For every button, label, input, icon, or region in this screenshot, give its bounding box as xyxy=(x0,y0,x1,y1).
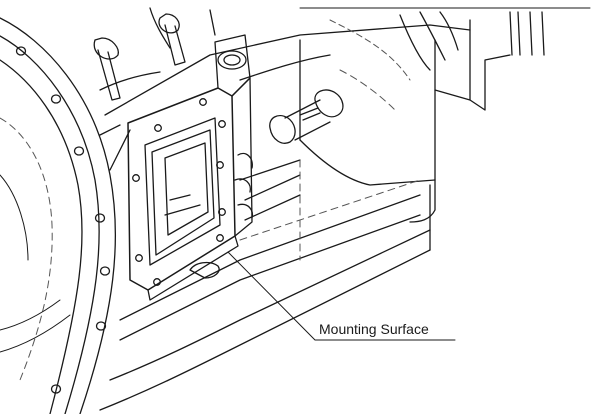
callout-label-mounting-surface: Mounting Surface xyxy=(319,321,429,337)
side-pins xyxy=(269,89,344,144)
flange-bolt-holes xyxy=(15,46,111,394)
callout-leader xyxy=(227,251,456,341)
mounting-pad xyxy=(127,34,253,301)
top-bosses xyxy=(93,7,216,101)
transmission-body xyxy=(99,19,471,411)
pad-top-boss xyxy=(217,50,247,70)
pad-bolt-holes xyxy=(132,98,226,286)
lower-lugs xyxy=(189,152,254,279)
cooling-fins xyxy=(399,11,545,111)
